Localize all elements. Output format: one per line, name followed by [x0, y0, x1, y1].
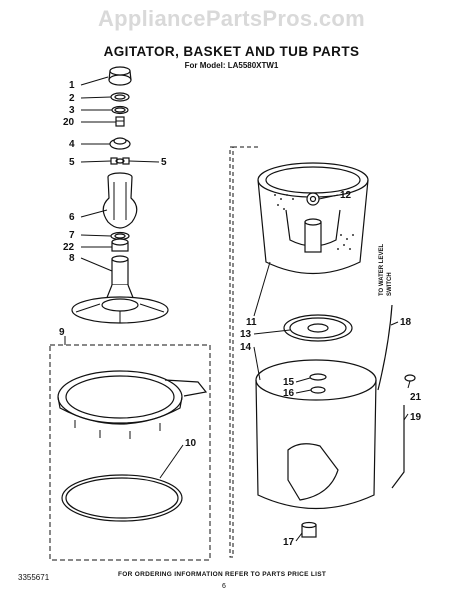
model-number: For Model: LA5580XTW1: [184, 61, 279, 70]
callout-19: 19: [410, 412, 422, 423]
page-title: AGITATOR, BASKET AND TUB PARTS: [103, 44, 360, 59]
callout-14: 14: [240, 342, 252, 353]
callout-15: 15: [283, 377, 295, 388]
part-tub-ring-gasket: [61, 474, 183, 522]
part-hose-clamp: [404, 374, 416, 382]
part-bolt: [115, 116, 125, 127]
page-number: 6: [222, 583, 226, 590]
callout-6: 6: [69, 212, 75, 223]
part-basket-nut: [306, 192, 320, 206]
part-agitator-cap: [108, 66, 132, 86]
callout-5-right: 5: [161, 157, 167, 168]
callout-4: 4: [69, 139, 75, 150]
callout-11: 11: [246, 317, 257, 328]
callout-7: 7: [69, 230, 75, 241]
callout-9: 9: [59, 327, 65, 338]
water-level-note-line-1: TO WATER LEVEL: [379, 244, 385, 296]
callout-16: 16: [283, 388, 295, 399]
callout-8: 8: [69, 253, 75, 264]
callout-10: 10: [185, 438, 197, 449]
part-cap-seal: [110, 92, 130, 102]
watermark: AppliancePartsPros.com: [97, 6, 366, 31]
part-cam-cover: [109, 137, 131, 150]
callout-1: 1: [69, 80, 75, 91]
part-basket-drive: [283, 314, 353, 342]
leader-lines: [64, 76, 411, 542]
part-tub-ring: [57, 370, 208, 439]
callout-20: 20: [63, 117, 75, 128]
callout-13: 13: [240, 329, 252, 340]
part-tub-seal: [309, 373, 327, 394]
part-agitator-barrel: [102, 172, 138, 229]
part-o-ring: [111, 105, 129, 115]
water-level-switch-note: TO WATER LEVEL SWITCH: [379, 244, 393, 296]
callout-5-left: 5: [69, 157, 75, 168]
callout-12: 12: [340, 190, 352, 201]
part-wash-basket: [257, 162, 369, 275]
document-number: 3355671: [18, 573, 50, 582]
part-agitator-dogs: [110, 157, 130, 165]
callout-3: 3: [69, 105, 75, 116]
callout-22: 22: [63, 242, 75, 253]
water-level-note-line-2: SWITCH: [387, 272, 393, 296]
part-pressure-hose: [377, 304, 393, 391]
part-bushing: [111, 238, 129, 252]
callout-17: 17: [283, 537, 295, 548]
callout-21: 21: [410, 392, 422, 403]
part-agitator-base: [71, 255, 169, 324]
part-drain-hose: [391, 405, 405, 489]
callout-18: 18: [400, 317, 412, 328]
guide-line: [229, 146, 234, 558]
part-outer-tub: [255, 359, 377, 510]
part-drain-fitting: [301, 521, 317, 538]
callout-2: 2: [69, 93, 75, 104]
group-box-tub-ring: [49, 344, 211, 561]
ordering-info-note: FOR ORDERING INFORMATION REFER TO PARTS …: [118, 571, 327, 578]
